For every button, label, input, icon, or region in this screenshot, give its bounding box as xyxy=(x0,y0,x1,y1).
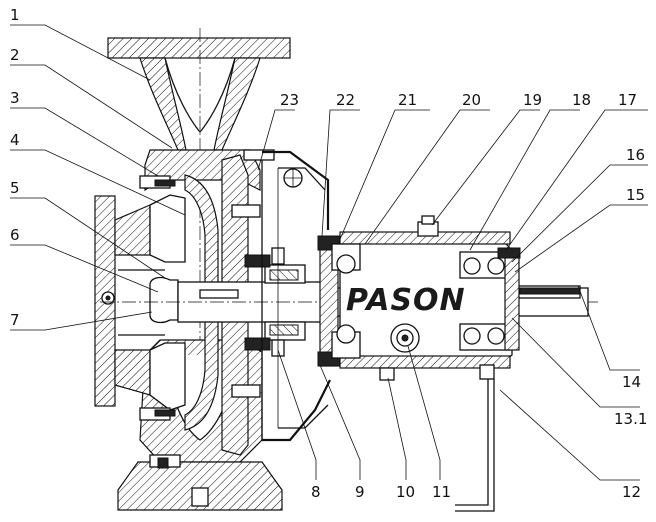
brand-logo: PASON xyxy=(346,283,466,318)
label-7: 7 xyxy=(10,311,20,329)
label-13-1: 13.1 xyxy=(614,410,647,428)
label-5: 5 xyxy=(10,179,20,197)
bearing-housing xyxy=(331,215,521,512)
label-8: 8 xyxy=(311,483,321,501)
label-10: 10 xyxy=(396,483,415,501)
label-9: 9 xyxy=(355,483,365,501)
label-21: 21 xyxy=(398,91,417,109)
label-20: 20 xyxy=(462,91,481,109)
label-16: 16 xyxy=(626,146,645,164)
label-15: 15 xyxy=(626,186,645,204)
label-11: 11 xyxy=(432,483,451,501)
label-3: 3 xyxy=(10,89,20,107)
label-19: 19 xyxy=(523,91,542,109)
label-14: 14 xyxy=(622,373,641,391)
seal-area xyxy=(244,247,306,357)
label-18: 18 xyxy=(572,91,591,109)
part-labels: 1 2 3 4 5 6 7 8 9 10 11 12 13.1 14 15 16… xyxy=(10,6,647,501)
volute-casing xyxy=(94,28,291,512)
label-2: 2 xyxy=(10,46,20,64)
label-12: 12 xyxy=(622,483,641,501)
leader-lines xyxy=(10,24,648,481)
label-23: 23 xyxy=(280,91,299,109)
label-17: 17 xyxy=(618,91,637,109)
label-1: 1 xyxy=(10,6,20,24)
label-6: 6 xyxy=(10,226,20,244)
label-22: 22 xyxy=(336,91,355,109)
label-4: 4 xyxy=(10,131,20,149)
